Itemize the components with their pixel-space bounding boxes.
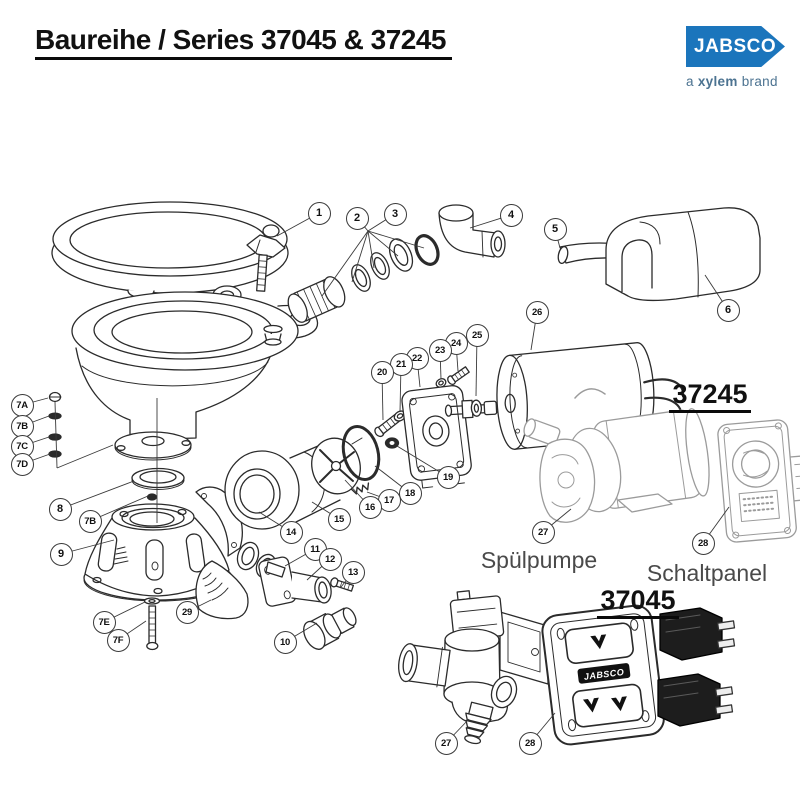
flush-symbol-icon [582,697,599,713]
tagline-xylem: xylem [697,74,738,89]
drain-plug [303,607,357,650]
switch-panel-37045: JABSCO [541,604,665,746]
outlet-elbow-fitting [438,204,506,258]
base-housing [83,486,277,602]
pump-body [224,432,363,530]
pump-o-ring [341,424,381,482]
page-title: Baureihe / Series 37045 & 37245 [35,24,453,60]
jabsco-logo-flag: JABSCO [686,26,785,67]
mounting-fasteners [48,391,62,458]
bowl-seal-kit [287,234,440,323]
rocker-switch-bottom [572,683,644,728]
panel-badge [577,663,631,684]
panel-badge-text: JABSCO [583,667,624,682]
series-37045-label: 37045 [590,585,686,619]
toilet-bowl [71,285,319,461]
series-37245-label: 37245 [662,379,758,413]
tagline-brand: brand [741,74,778,89]
seat-hinge-bolt [246,224,286,292]
solenoid-valve-37045 [398,590,549,745]
spring [350,482,370,495]
elbow-screw [330,577,355,592]
pump-cover [605,207,761,302]
panel-connectors-37045 [657,607,736,727]
flush-symbol-icon [590,634,607,650]
jabsco-logo: JABSCO a xylem brand [686,26,788,89]
flush-symbol-icon [611,696,627,712]
base-bolt [143,597,161,651]
o-ring [414,234,440,266]
joker-valve [195,560,249,620]
tagline-a: a [686,74,694,89]
xylem-tagline: a xylem brand [686,74,788,89]
spuelpumpe-caption: Spülpumpe [480,547,598,573]
pump-fasteners [374,366,470,449]
schaltpanel-caption: Schaltpanel [646,560,768,586]
control-panel-37245 [717,419,800,543]
hose-barb [464,701,494,745]
pump-flange-plate [401,385,472,489]
discharge-elbow [258,556,355,607]
jabsco-logo-text: JABSCO [694,35,777,57]
toilet-seat-lid [51,201,289,299]
base-seal [131,467,185,501]
motor-wire [643,378,685,398]
flush-pump-37245 [523,388,710,523]
